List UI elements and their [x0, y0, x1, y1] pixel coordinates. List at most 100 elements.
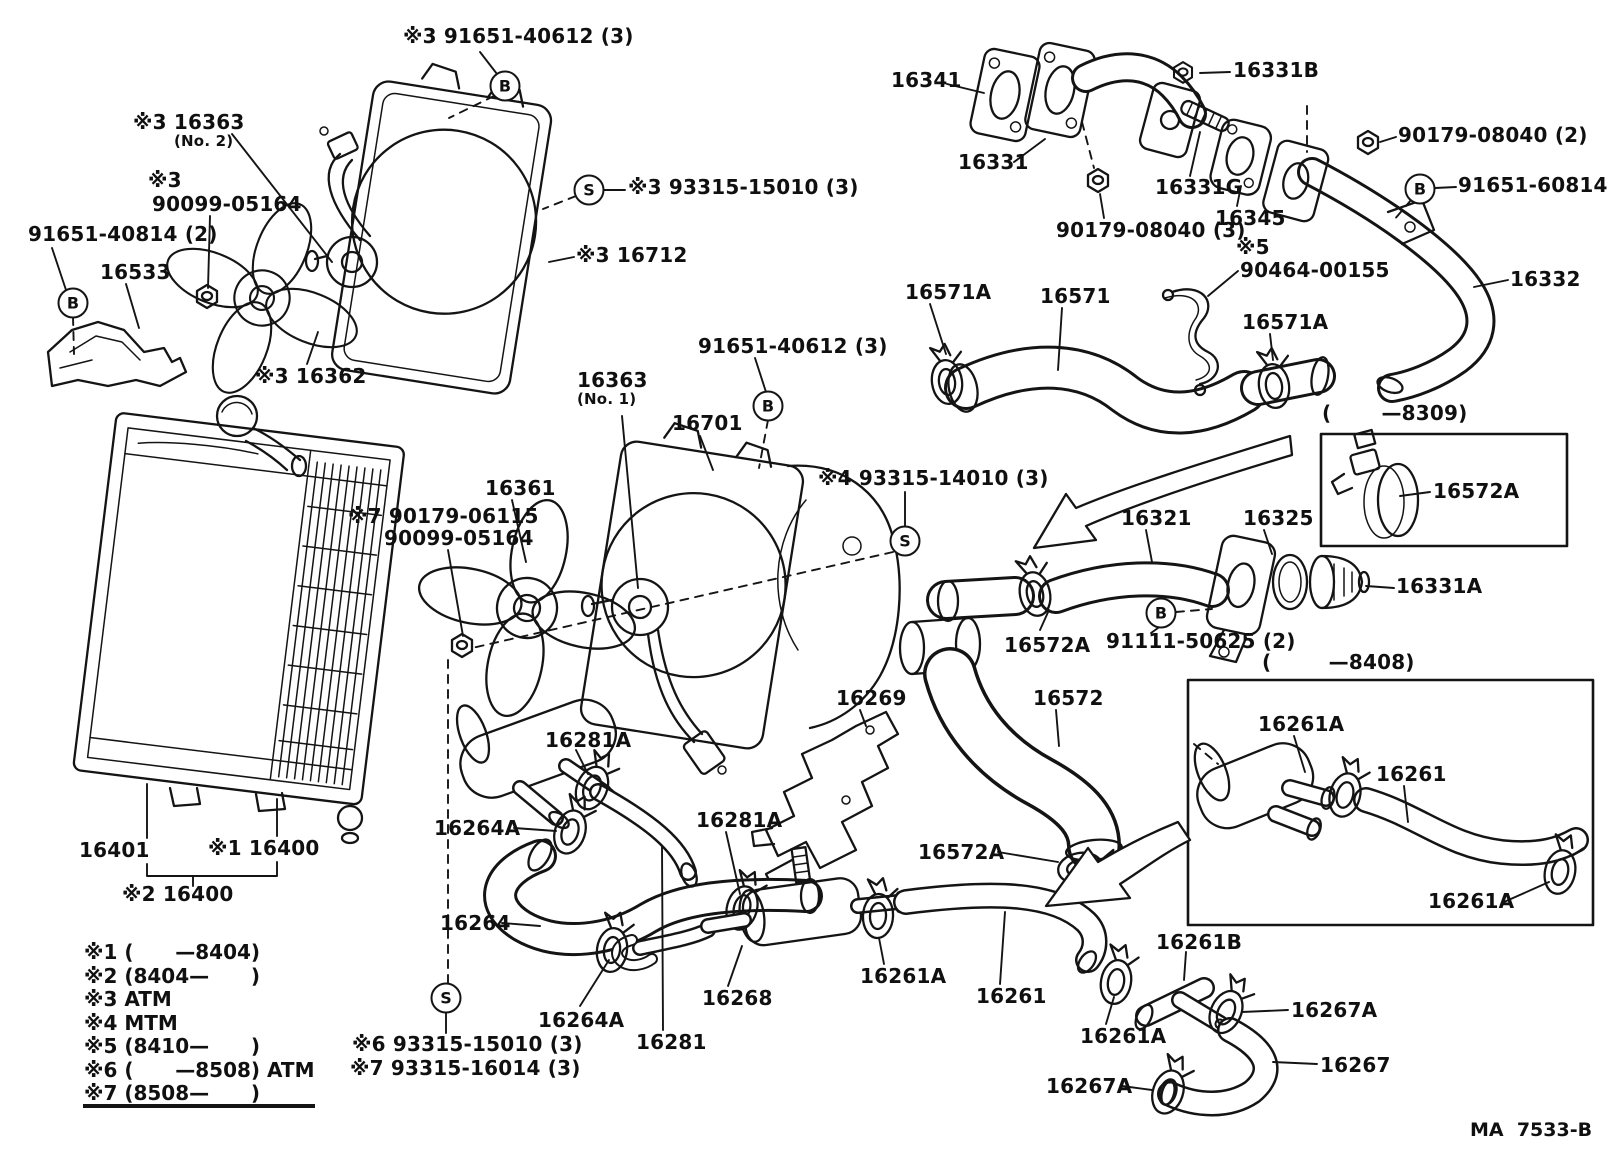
part-label: ( —8309) — [1322, 401, 1468, 425]
part-label: 90179-08040 (3) — [1056, 218, 1246, 242]
legend-row: ※6 ( —8508) ATM — [84, 1057, 315, 1082]
callout-B-icon: B — [57, 287, 89, 319]
part-label: 90099-05164 — [384, 526, 534, 550]
part-label: 16331 — [958, 150, 1029, 174]
dashed-leader-lines — [72, 95, 1412, 985]
part-label: 16269 — [836, 686, 907, 710]
part-label: 16363 — [577, 368, 648, 392]
part-label: 16261 — [1376, 762, 1447, 786]
part-label: 16361 — [485, 476, 556, 500]
part-label: 16264 — [440, 911, 511, 935]
legend-row: ※2 (8404— ) — [84, 963, 261, 988]
part-label: 16331G — [1155, 175, 1243, 199]
part-label: 16331A — [1396, 574, 1483, 598]
callout-B-icon: B — [1145, 597, 1177, 629]
part-label: 16261 — [976, 984, 1047, 1008]
part-label: 90099-05164 — [152, 192, 302, 216]
part-label: ※2 16400 — [122, 882, 234, 906]
legend-row: ※3 ATM — [84, 987, 172, 1011]
part-label: 16572A — [1433, 479, 1520, 503]
part-label: 16267A — [1291, 998, 1378, 1022]
part-label: 16331B — [1233, 58, 1320, 82]
part-label: 16321 — [1121, 506, 1192, 530]
hose-16281-drawing — [589, 783, 698, 888]
legend-underline — [83, 1104, 315, 1108]
part-label: ※1 16400 — [208, 836, 320, 860]
part-label: 16261A — [1080, 1024, 1167, 1048]
part-label: 91651-60814 — [1458, 173, 1608, 197]
part-label: 91651-40814 (2) — [28, 222, 218, 246]
part-label: 16261A — [1258, 712, 1345, 736]
part-label: ※6 93315-15010 (3) — [352, 1032, 583, 1056]
bracket-16533-drawing — [46, 320, 188, 388]
part-label: 16571 — [1040, 284, 1111, 308]
fan-shroud-no1-drawing — [579, 422, 901, 775]
part-label: 16533 — [100, 260, 171, 284]
part-label: 16332 — [1510, 267, 1581, 291]
hose-16261-drawing — [893, 882, 1108, 974]
part-label: 91651-40612 (3) — [698, 334, 888, 358]
part-label: 16571A — [1242, 310, 1329, 334]
part-label: 16345 — [1215, 206, 1286, 230]
part-label: ( —8408) — [1262, 650, 1415, 674]
heater-hose-16264-drawing — [483, 838, 823, 957]
callout-S-icon: S — [430, 982, 462, 1014]
part-label: 16701 — [672, 411, 743, 435]
part-label: 16281A — [696, 808, 783, 832]
part-label: 16572A — [918, 840, 1005, 864]
callout-B-icon: B — [489, 70, 521, 102]
legend-row: ※5 (8410— ) — [84, 1034, 261, 1058]
part-label: 16261A — [860, 964, 947, 988]
part-label: ※3 16712 — [576, 243, 688, 267]
part-label: ※4 93315-14010 (3) — [818, 466, 1049, 490]
part-label: 16267A — [1046, 1074, 1133, 1098]
part-label: ※3 16362 — [255, 364, 367, 388]
leader-lines — [51, 51, 1550, 1091]
callout-B-icon: B — [1404, 173, 1436, 205]
part-label: 90464-00155 — [1240, 258, 1390, 282]
water-inlet-pipe-drawing — [969, 41, 1496, 403]
part-label: ※7 90179-06115 — [348, 504, 539, 528]
part-label: 16401 — [79, 838, 150, 862]
inset-8309-box — [1319, 428, 1569, 548]
part-label: 90179-08040 (2) — [1398, 123, 1588, 147]
callout-S-icon: S — [573, 174, 605, 206]
part-label: ※5 — [1236, 235, 1270, 259]
part-label: 16281A — [545, 728, 632, 752]
part-label: 16264A — [434, 816, 521, 840]
legend: ※1 ( —8404)※2 (8404— )※3 ATM※4 MTM※5 (84… — [84, 940, 315, 1106]
legend-row: ※7 (8508— ) — [84, 1081, 261, 1105]
lower-hose-drawing — [898, 616, 1124, 873]
part-label: ※3 16363 — [133, 110, 245, 134]
part-label: 16571A — [905, 280, 992, 304]
doc-code: MA 7533-B — [1470, 1119, 1593, 1141]
inset-8408-box — [1186, 678, 1595, 927]
water-outlet-drawing — [926, 534, 1371, 664]
reference-arrows — [1032, 434, 1294, 908]
part-label: 16261B — [1156, 930, 1243, 954]
part-label: 16267 — [1320, 1053, 1391, 1077]
bypass-pipe-drawing — [455, 698, 618, 830]
part-label: ※3 91651-40612 (3) — [403, 24, 634, 48]
part-label: 16281 — [636, 1030, 707, 1054]
part-label: 16261A — [1428, 889, 1515, 913]
part-label: ※7 93315-16014 (3) — [350, 1056, 581, 1080]
part-label: 91111-50625 (2) — [1106, 629, 1296, 653]
part-label: 16268 — [702, 986, 773, 1010]
part-label: ※3 — [148, 168, 182, 192]
part-label: 16572A — [1004, 633, 1091, 657]
callout-B-icon: B — [752, 390, 784, 422]
part-label: 16325 — [1243, 506, 1314, 530]
radiator-drawing — [72, 394, 405, 845]
part-label: (No. 1) — [577, 390, 637, 408]
part-label: (No. 2) — [174, 132, 234, 150]
bracket-16269-drawing — [750, 710, 900, 896]
legend-row: ※1 ( —8404) — [84, 940, 261, 964]
part-label: ※3 93315-15010 (3) — [628, 175, 859, 199]
part-label: 16572 — [1033, 686, 1104, 710]
part-label: 16341 — [891, 68, 962, 92]
legend-row: ※4 MTM — [84, 1010, 178, 1035]
legend-rows: ※1 ( —8404)※2 (8404— )※3 ATM※4 MTM※5 (84… — [84, 940, 315, 1106]
